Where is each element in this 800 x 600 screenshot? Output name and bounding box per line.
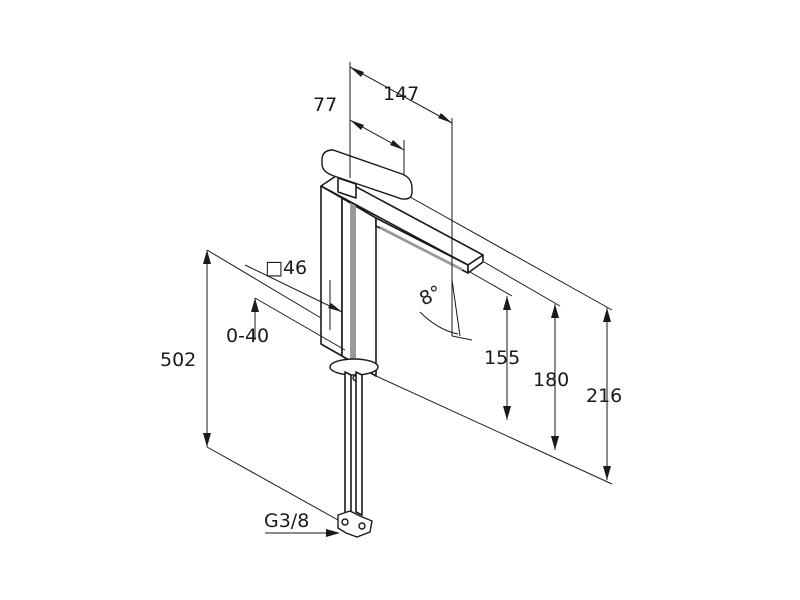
arrow-155-bottom (503, 406, 511, 420)
extension-line-0-40 (254, 297, 346, 351)
deck-reference-line (375, 375, 613, 485)
dim-label-216: 216 (586, 385, 622, 407)
dim-line-square46 (244, 264, 343, 313)
faucet-body (320, 149, 484, 538)
dim-label-180: 180 (533, 369, 569, 391)
spout-shading (380, 226, 462, 271)
fitting-detail-1 (341, 518, 349, 526)
arrow-147-left (350, 67, 364, 77)
extension-line-502-bottom (206, 446, 339, 521)
dim-label-147: 147 (383, 83, 419, 105)
arrow-180-top (551, 304, 559, 318)
supply-hose-left (344, 371, 352, 516)
arrow-g38 (326, 529, 340, 537)
arrow-502-bottom (203, 433, 211, 447)
column-shading (350, 202, 356, 362)
lever-base (337, 177, 357, 199)
arrow-216-top (603, 308, 611, 322)
extension-line-502-top (206, 249, 322, 319)
hose-fitting (337, 510, 373, 538)
dim-label-square46: □46 (265, 257, 307, 279)
arrow-155-top (503, 296, 511, 310)
lever-handle[interactable] (321, 149, 413, 200)
extension-line-180-top (483, 261, 561, 307)
angle-arc-8 (419, 311, 459, 335)
column-front-face (341, 197, 377, 377)
column-left-face (320, 185, 343, 357)
arrow-0-40-top (251, 298, 259, 312)
arrow-77-right (390, 140, 404, 150)
fitting-detail-2 (358, 522, 366, 530)
extension-line-216-top (409, 196, 613, 311)
dim-label-8-degree: 8° (416, 281, 445, 310)
arrow-77-left (350, 120, 364, 130)
dim-label-502: 502 (160, 349, 196, 371)
supply-hose-right (355, 371, 363, 516)
arrow-147-right (438, 113, 452, 123)
spout-axis-line (451, 279, 461, 337)
dim-label-155: 155 (484, 347, 520, 369)
arrow-502-top (203, 250, 211, 264)
dim-label-g38: G3/8 (264, 510, 309, 532)
fixing-nut (329, 358, 379, 376)
extension-line-155-top (469, 271, 513, 297)
dim-label-77: 77 (313, 94, 337, 116)
spout-tip (467, 254, 484, 274)
dim-line-147 (349, 66, 453, 124)
dim-label-0-40: 0-40 (226, 325, 269, 347)
arrow-180-bottom (551, 436, 559, 450)
dimension-lines (203, 62, 613, 537)
arrow-216-bottom (603, 466, 611, 480)
angle-leg (451, 335, 473, 341)
arrow-square46 (328, 303, 342, 312)
